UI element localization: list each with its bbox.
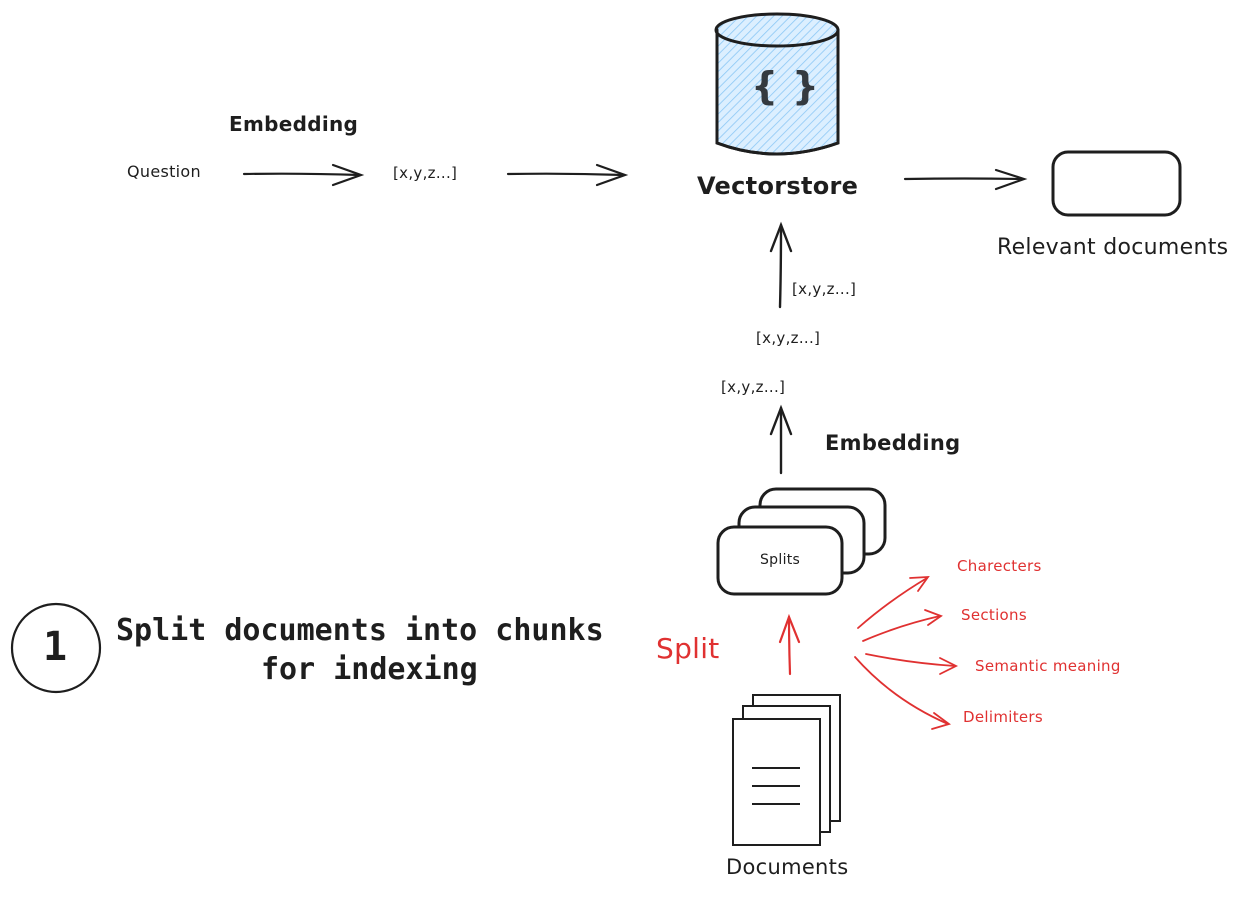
split-label: Split — [656, 632, 720, 665]
query-vector-label: [x,y,z...] — [393, 164, 458, 182]
index-vector-label: [x,y,z...] — [721, 378, 786, 396]
split-method-item: Semantic meaning — [975, 657, 1121, 675]
step-title-line2: for indexing — [261, 652, 478, 687]
split-method-item: Charecters — [957, 557, 1042, 575]
vectorstore-cylinder — [714, 12, 840, 156]
step-circle — [10, 602, 102, 694]
vectorstore-label: Vectorstore — [697, 172, 859, 200]
documents-stack — [732, 694, 841, 846]
step-number: 1 — [43, 624, 68, 670]
split-method-arrows — [854, 575, 959, 730]
vectors-to-store-arrow — [769, 221, 793, 309]
split-arrow — [778, 613, 801, 676]
step-title-line1: Split documents into chunks — [116, 613, 604, 648]
split-method-item: Delimiters — [963, 708, 1043, 726]
index-embedding-label: Embedding — [825, 431, 961, 455]
question-label: Question — [127, 162, 201, 181]
documents-label: Documents — [726, 855, 849, 879]
splits-embedding-arrow — [769, 404, 793, 475]
splits-label: Splits — [760, 552, 801, 568]
curly-braces-icon: { } — [751, 64, 820, 108]
splits-stack — [716, 487, 887, 596]
relevant-documents-label: Relevant documents — [997, 235, 1229, 260]
index-vector-label: [x,y,z...] — [756, 329, 821, 347]
index-vector-label: [x,y,z...] — [792, 280, 857, 298]
query-embedding-label: Embedding — [229, 112, 359, 136]
split-method-item: Sections — [961, 606, 1027, 624]
relevant-documents-box — [1051, 150, 1182, 217]
store-to-results-arrow — [903, 168, 1028, 191]
question-embedding-arrow — [242, 163, 365, 187]
vector-to-store-arrow — [506, 163, 629, 187]
